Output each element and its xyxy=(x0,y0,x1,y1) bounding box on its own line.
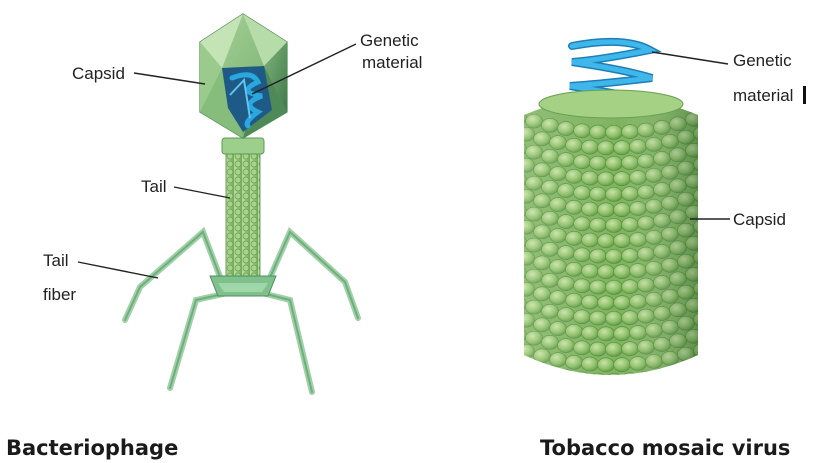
tmv-capsid-subunit xyxy=(510,204,527,218)
tmv-capsid-subunit xyxy=(510,297,527,311)
tmv-capsid-subunit xyxy=(558,370,575,384)
tmv-capsid-subunit xyxy=(670,365,687,379)
tmv-capsid-subunit xyxy=(686,360,703,374)
caption-tobacco-mosaic-virus: Tobacco mosaic virus xyxy=(540,436,790,460)
tmv-capsid-subunit xyxy=(510,328,527,342)
tmv-label-capsid: Capsid xyxy=(733,210,786,229)
phage-label-tail: Tail xyxy=(141,177,167,196)
tmv-capsid-subunit xyxy=(510,235,527,249)
tmv-label-genetic-material-1: Genetic xyxy=(733,51,792,70)
phage-capsid-head xyxy=(200,14,287,138)
bacteriophage-illustration xyxy=(125,14,358,392)
tmv-capsid-subunit xyxy=(590,373,607,387)
tmv-illustration xyxy=(510,42,711,388)
tmv-capsid-subunit xyxy=(622,373,639,387)
phage-label-genetic-material-2: material xyxy=(362,53,422,72)
tmv-capsid-subunit xyxy=(510,266,527,280)
tmv-capsid-subunit xyxy=(574,372,591,386)
phage-label-tail-fiber-2: fiber xyxy=(43,285,76,304)
phage-collar xyxy=(222,138,264,154)
tmv-capsid-subunit xyxy=(510,359,527,373)
tmv-capsid xyxy=(510,90,711,387)
tmv-capsid-subunit xyxy=(654,368,671,382)
tmv-capsid-subunit xyxy=(510,173,527,187)
tmv-capsid-subunit xyxy=(542,366,559,380)
phage-label-tail-fiber-1: Tail xyxy=(43,251,69,270)
tmv-capsid-subunit xyxy=(510,142,527,156)
tmv-capsid-subunit xyxy=(526,362,543,376)
tmv-capsid-subunit xyxy=(510,111,527,125)
tmv-capsid-subunit xyxy=(606,373,623,387)
phage-label-capsid: Capsid xyxy=(72,64,125,83)
caption-bacteriophage: Bacteriophage xyxy=(6,436,178,460)
tmv-label-genetic-material-2: material xyxy=(733,86,793,105)
phage-label-genetic-material-1: Genetic xyxy=(360,31,419,50)
tmv-capsid-subunit xyxy=(638,371,655,385)
phage-tail xyxy=(226,152,260,277)
